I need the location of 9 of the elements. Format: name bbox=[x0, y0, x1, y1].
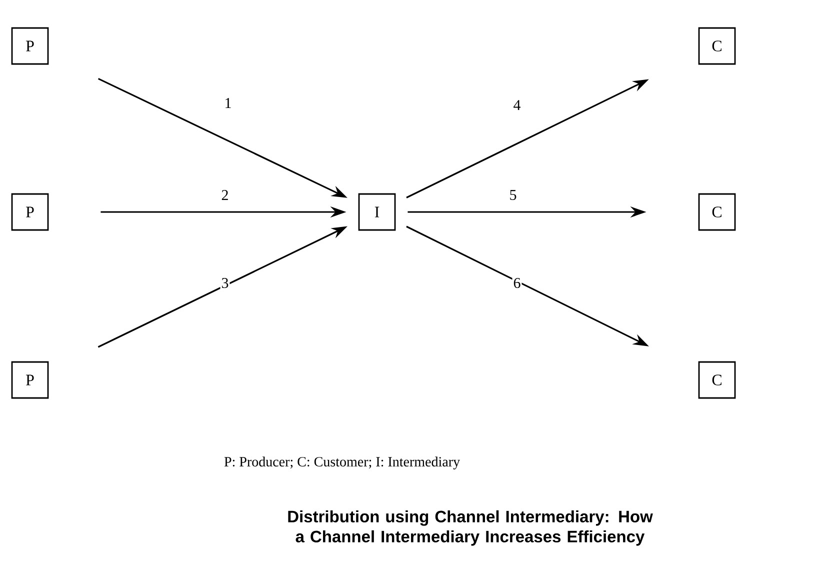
node-box: I bbox=[358, 193, 396, 231]
node-box: C bbox=[698, 361, 736, 399]
node-box: P bbox=[11, 193, 49, 231]
node-box: C bbox=[698, 193, 736, 231]
node-box: P bbox=[11, 361, 49, 399]
caption: Distribution using Channel Intermediary: How a Channel Intermediary Increases Efficiency bbox=[288, 510, 653, 546]
key-note: P: Producer; C: Customer; I: Intermediary bbox=[224, 456, 460, 470]
node-box: P bbox=[11, 27, 49, 65]
node-box: C bbox=[698, 27, 736, 65]
